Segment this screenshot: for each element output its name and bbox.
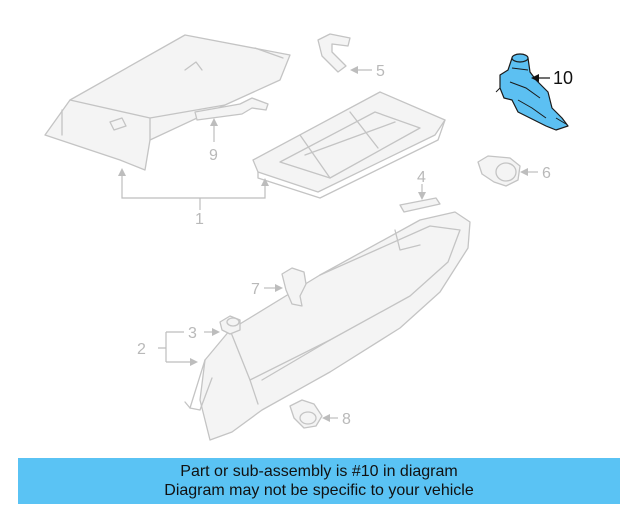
callout-1: 1 [195,211,204,228]
callout-10: 10 [553,68,573,88]
info-banner: Part or sub-assembly is #10 in diagram D… [18,458,620,504]
part-8-lamp [289,399,338,429]
callout-5: 5 [376,63,385,80]
banner-line-1: Part or sub-assembly is #10 in diagram [180,463,458,480]
callout-9: 9 [209,147,218,164]
callout-7: 7 [251,281,260,298]
callout-4: 4 [417,169,426,186]
callout-2: 2 [137,341,146,358]
part-5-elbow-hose [317,33,372,74]
callout-8: 8 [342,411,351,428]
part-1-upper-panel [44,34,291,171]
part-4-seal [399,184,441,213]
callout-3: 3 [188,325,197,342]
banner-line-2: Diagram may not be specific to your vehi… [164,482,474,499]
callout-6: 6 [542,165,551,182]
part-10-highlighted [495,53,569,131]
part-1-tray [252,91,446,199]
glove-box [184,211,471,441]
parts-diagram: 1 9 5 10 6 4 [44,33,573,441]
part-2-leader [158,331,198,366]
part-6-damper [477,155,538,187]
part-1-leader [118,168,269,210]
part-3-bumper [204,315,241,336]
part-7-latch [264,267,307,307]
part-9-hose [194,97,269,142]
